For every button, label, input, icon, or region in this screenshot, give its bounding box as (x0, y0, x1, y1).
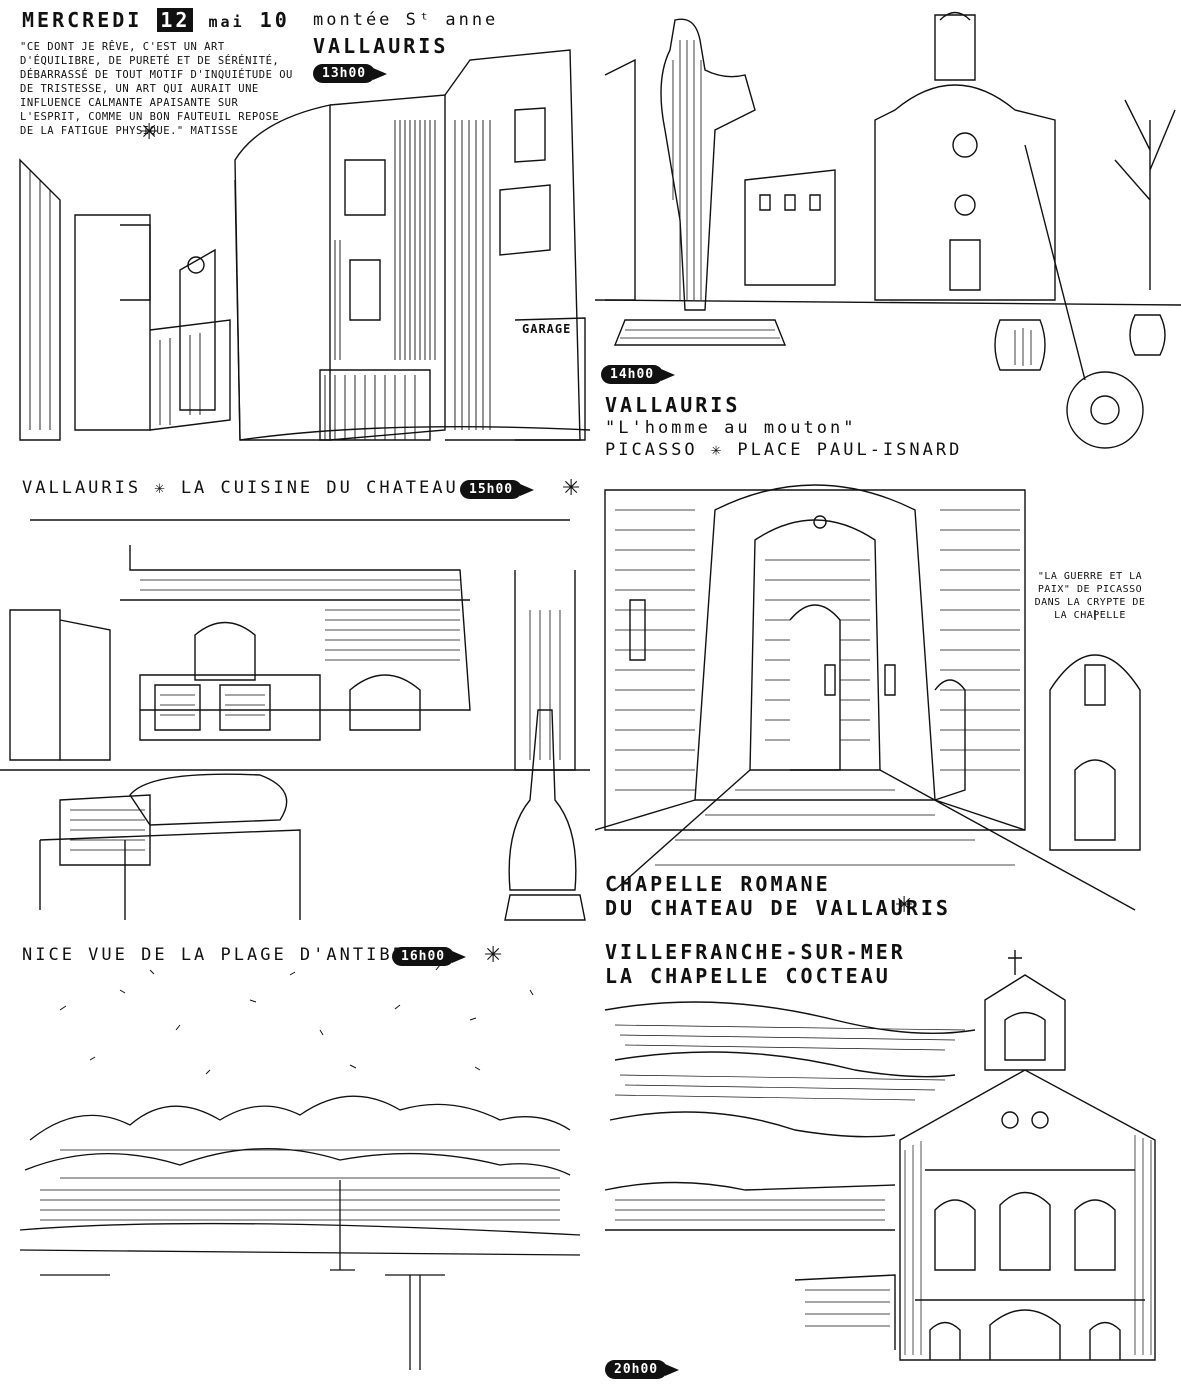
panel-cuisine-chateau: VALLAURIS ✳ LA CUISINE DU CHATEAU 15h00 … (0, 470, 590, 930)
time-tag: 14h00 (601, 365, 676, 384)
location-caption: NICE VUE DE LA PLAGE D'ANTIBES (22, 945, 420, 965)
time-tag: 20h00 (605, 1360, 680, 1379)
kitchen-sketch (0, 519, 590, 921)
location-title: VALLAURIS (605, 393, 741, 417)
location-caption: VALLAURIS ✳ LA CUISINE DU CHATEAU (22, 478, 459, 498)
time-label: 14h00 (601, 365, 664, 384)
date-month: mai (208, 13, 245, 31)
time-label: 13h00 (313, 64, 376, 83)
artwork-place: PICASSO ✳ PLACE PAUL-ISNARD (605, 440, 963, 460)
street-sketch (19, 49, 590, 441)
date-day: 12 (157, 8, 194, 32)
seascape-sketch (19, 964, 581, 1370)
location-subtitle: montée Sᵗ anne (313, 10, 499, 30)
time-label: 20h00 (605, 1360, 668, 1379)
panel-vallauris-street: MERCREDI 12 mai 10 montée Sᵗ anne VALLAU… (0, 0, 590, 470)
date-year: 10 (259, 8, 290, 32)
date-weekday: MERCREDI (22, 8, 143, 32)
time-tag: 13h00 (313, 64, 388, 83)
star-ornament: ✳ (140, 120, 159, 145)
cocteau-chapel-sketch (604, 950, 1156, 1361)
panel-chapelle-romane: "LA GUERRE ET LA PAIX" DE PICASSO DANS L… (595, 470, 1181, 930)
panel-homme-au-mouton: 14h00 VALLAURIS "L'homme au mouton" PICA… (595, 0, 1181, 470)
location-title: VALLAURIS (313, 34, 449, 58)
chapel-interior-sketch (595, 484, 1141, 911)
statue-sketch (595, 11, 1181, 449)
matisse-quote: "CE DONT JE RÊVE, C'EST UN ART D'ÉQUILIB… (20, 41, 293, 137)
crypt-note: "LA GUERRE ET LA PAIX" DE PICASSO DANS L… (1034, 571, 1146, 621)
date-heading: MERCREDI 12 mai 10 (22, 8, 290, 32)
time-label: 16h00 (392, 947, 455, 966)
chapel-subtitle: DU CHATEAU DE VALLAURIS (605, 896, 951, 920)
star-ornament: ✳ (484, 943, 503, 968)
garage-sign: GARAGE (522, 322, 572, 336)
time-label: 15h00 (460, 480, 523, 499)
panel-nice-antibes: NICE VUE DE LA PLAGE D'ANTIBES 16h00 ✳ (0, 930, 590, 1393)
artwork-title: "L'homme au mouton" (605, 418, 857, 438)
location-title: VILLEFRANCHE-SUR-MER (605, 940, 906, 964)
time-tag: 16h00 (392, 947, 467, 966)
chapel-title: CHAPELLE ROMANE (605, 872, 831, 896)
time-tag: 15h00 (460, 480, 535, 499)
panel-chapelle-cocteau: VILLEFRANCHE-SUR-MER LA CHAPELLE COCTEAU (595, 930, 1181, 1393)
star-ornament: ✳ (562, 476, 581, 501)
star-ornament: ✳ (895, 893, 914, 918)
chapel-name: LA CHAPELLE COCTEAU (605, 964, 891, 988)
